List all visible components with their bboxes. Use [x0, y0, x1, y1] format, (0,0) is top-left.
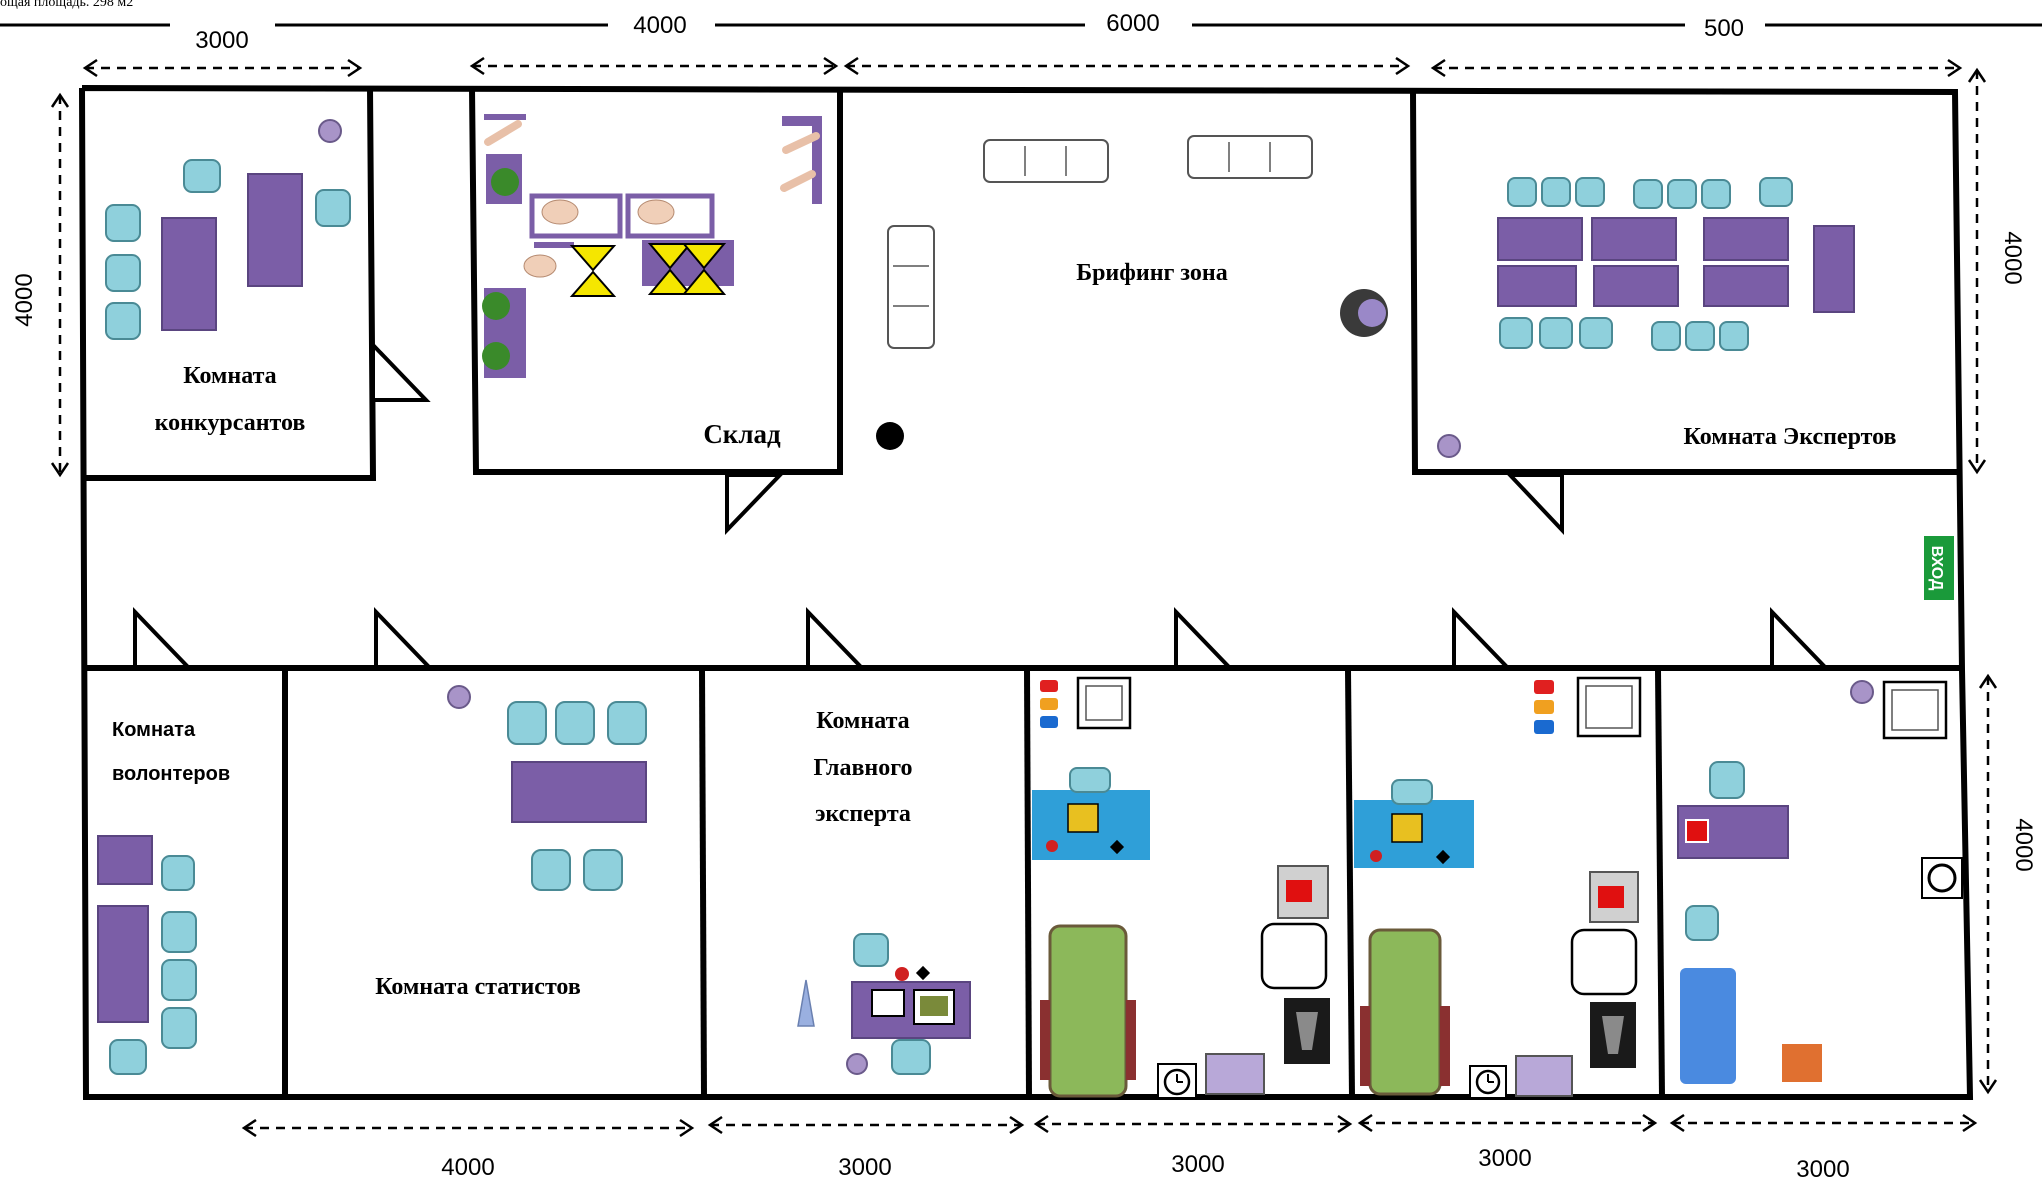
- dim-left: 4000: [11, 273, 38, 326]
- warning-sign-icon: [569, 243, 727, 297]
- box-icon: [1205, 1053, 1265, 1095]
- entrance-label: ВХОД: [1928, 546, 1945, 591]
- clock-icon: [1469, 1065, 1507, 1099]
- mannequin-icon: [523, 199, 675, 278]
- room-volunteers: Комната волонтеров: [97, 719, 230, 1075]
- chair-icon: [1685, 905, 1719, 941]
- cone-icon: [797, 979, 815, 1027]
- dim-right-bottom: 4000: [2010, 818, 2037, 871]
- bin-icon: [846, 1053, 868, 1075]
- dim-bottom-5: 3000: [1796, 1156, 1849, 1183]
- door-volunteers: [133, 607, 193, 669]
- room-contestants: Комната конкурсантов: [105, 119, 351, 436]
- dim-right-top: 4000: [1999, 231, 2026, 284]
- bin-icon: [447, 685, 471, 709]
- chair-icon: [1709, 761, 1745, 799]
- room-workshop-3: [1677, 680, 1963, 1084]
- room-label-contestants-2: конкурсантов: [155, 410, 306, 436]
- dim-top-1: 3000: [195, 27, 248, 54]
- bin-icon: [1437, 434, 1461, 458]
- room-label-volunteers-1: Комната: [112, 719, 196, 741]
- door-contestants: [371, 340, 431, 402]
- bed-icon: [1368, 928, 1442, 1096]
- dim-bottom-3: 3000: [1171, 1151, 1224, 1178]
- door-warehouse: [725, 473, 785, 535]
- chair-icon: [1391, 779, 1433, 805]
- door-workshop-3: [1770, 607, 1830, 669]
- dim-arrow-right-bottom: [1978, 673, 1998, 1095]
- room-label-chief-3: эксперта: [815, 801, 911, 827]
- total-area-note: ощая площадь. 298 м2: [0, 0, 133, 10]
- dim-arrows-top: [82, 56, 1963, 78]
- bed-icon: [1048, 924, 1128, 1098]
- table: [161, 217, 217, 331]
- column-icon: [876, 422, 904, 450]
- chair-icon: [105, 159, 351, 340]
- box-icon: [1515, 1055, 1573, 1097]
- door-chief-expert: [806, 607, 866, 669]
- bottles-icon: [1040, 680, 1058, 728]
- room-briefing: Брифинг зона: [876, 135, 1388, 450]
- doors: [133, 340, 1830, 669]
- room-label-briefing: Брифинг зона: [1076, 260, 1228, 286]
- door-workshop-1: [1174, 607, 1234, 669]
- entrance-sign: ВХОД: [1924, 536, 1954, 600]
- bottles-icon: [1534, 680, 1554, 734]
- dim-arrow-right-top: [1967, 67, 1987, 475]
- room-label-chief-2: Главного: [813, 755, 912, 781]
- room-warehouse: Склад: [482, 114, 822, 449]
- chair-icon: [1069, 767, 1111, 793]
- room-label-experts: Комната Экспертов: [1684, 424, 1897, 450]
- dim-bottom-1: 4000: [441, 1154, 494, 1181]
- room-workshop-1: [1032, 676, 1330, 1099]
- room-statisticians: Комната статистов: [375, 685, 647, 1000]
- door-experts: [1505, 473, 1564, 536]
- room-label-statisticians: Комната статистов: [375, 974, 581, 1000]
- monitor-icon: [871, 989, 905, 1017]
- cabinet-icon: [1260, 922, 1328, 990]
- room-label-warehouse: Склад: [703, 419, 781, 449]
- dim-arrow-left: [50, 92, 70, 478]
- door-workshop-2: [1452, 607, 1512, 669]
- bin-icon: [318, 119, 342, 143]
- dim-bottom-4: 3000: [1478, 1145, 1531, 1172]
- bin-icon: [1850, 680, 1874, 704]
- box-icon: [1782, 1044, 1822, 1082]
- room-experts: Комната Экспертов: [1437, 177, 1897, 458]
- chair-icon: [507, 701, 647, 891]
- clock-icon: [1157, 1063, 1197, 1099]
- diamond-icon: [915, 965, 931, 981]
- room-workshop-2: [1354, 676, 1642, 1099]
- room-chief-expert: Комната Главного эксперта: [797, 708, 971, 1075]
- dim-top-4: 500: [1704, 15, 1744, 42]
- limb-icon: [484, 120, 820, 192]
- dim-bottom-2: 3000: [838, 1154, 891, 1181]
- chair-icon: [109, 855, 197, 1075]
- table: [247, 173, 303, 287]
- room-label-chief-1: Комната: [816, 708, 909, 734]
- dim-top-2: 4000: [633, 12, 686, 39]
- room-label-contestants-1: Комната: [183, 363, 276, 389]
- dim-arrows-bottom: [241, 1113, 1978, 1138]
- chair-icon: [1499, 177, 1793, 351]
- plant-icon: [482, 168, 519, 370]
- camera-icon: [1340, 289, 1388, 337]
- mat-icon: [1680, 968, 1736, 1084]
- cabinet-icon: [1570, 928, 1638, 996]
- sofa-icon: [887, 135, 1313, 349]
- room-label-volunteers-2: волонтеров: [112, 763, 230, 785]
- apple-icon: [895, 967, 909, 981]
- walls: [79, 85, 1974, 1100]
- chair-icon: [853, 933, 931, 1075]
- dim-top-3: 6000: [1106, 10, 1159, 37]
- door-statisticians: [374, 607, 434, 669]
